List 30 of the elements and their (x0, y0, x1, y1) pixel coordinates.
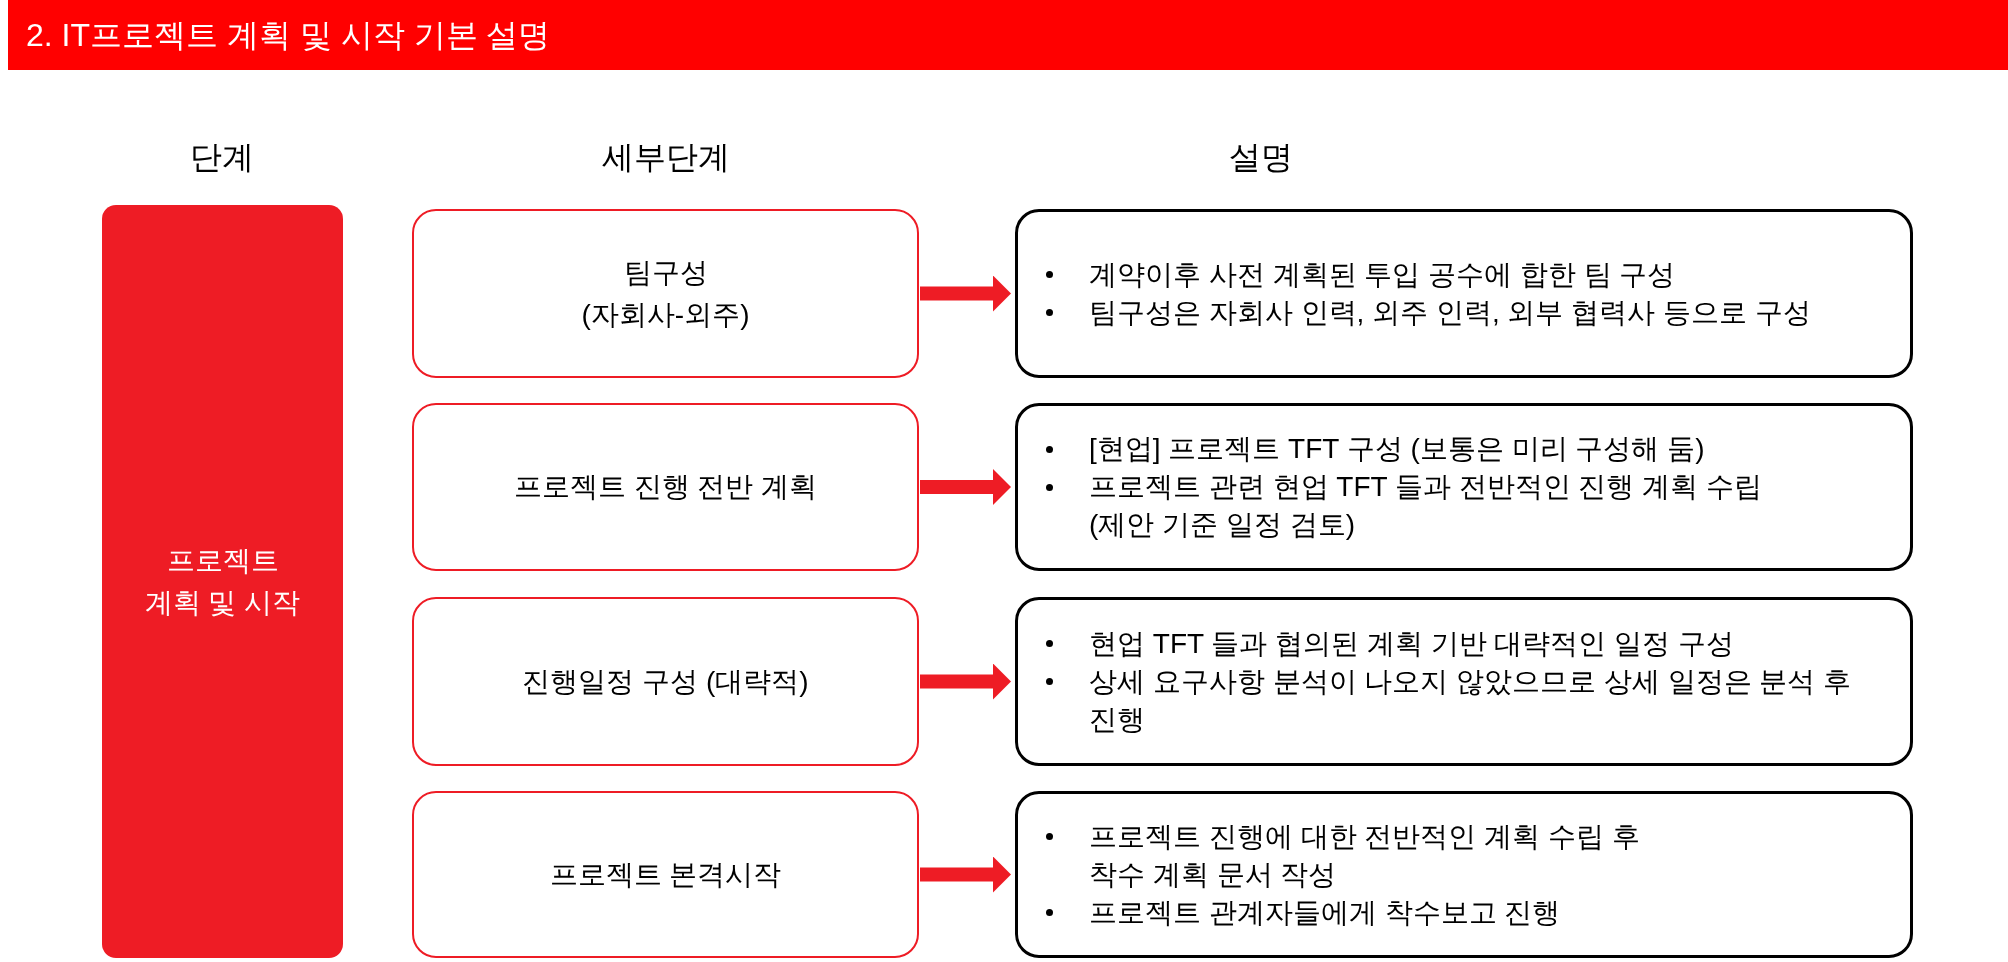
description-text: 프로젝트 진행에 대한 전반적인 계획 수립 후 착수 계획 문서 작성 (1089, 819, 1641, 892)
description-text: 프로젝트 관련 현업 TFT 들과 전반적인 진행 계획 수립 (제안 기준 일정 검토) (1089, 470, 1764, 542)
description-text: 프로젝트 관계자들에게 착수보고 진행 (1089, 895, 1561, 930)
arrow (920, 856, 1011, 893)
column-header: 세부단계 (602, 138, 730, 177)
stage-box (102, 205, 343, 958)
column-header: 설명 (1229, 138, 1293, 177)
description-box (1015, 209, 1913, 378)
step-label: 진행일정 구성 (대략적) (522, 664, 809, 699)
description-text: 상세 요구사항 분석이 나오지 않았으므로 상세 일정은 분석 후 진행 (1089, 664, 1853, 737)
arrow (920, 469, 1011, 505)
step-label: 프로젝트 진행 전반 계획 (513, 470, 818, 504)
stage-label: 프로젝트 계획 및 시작 (143, 543, 302, 620)
description-text: 현업 TFT 들과 협의된 계획 기반 대략적인 일정 구성 (1089, 626, 1735, 661)
step-label: 팀구성 (자회사-외주) (580, 255, 751, 332)
description-text: 계약이후 사전 계획된 투입 공수에 합한 팀 구성 (1089, 257, 1676, 292)
step-box (412, 791, 919, 958)
step-box (412, 403, 919, 571)
arrow (920, 275, 1011, 312)
column-header: 단계 (190, 138, 254, 177)
title: 2. IT프로젝트 계획 및 시작 기본 설명 (26, 16, 551, 55)
step-label: 프로젝트 본격시작 (549, 857, 782, 892)
step-box (412, 209, 919, 378)
description-text: [현업] 프로젝트 TFT 구성 (보통은 미리 구성해 둠) (1089, 432, 1705, 466)
description-text: 팀구성은 자회사 인력, 외주 인력, 외부 협력사 등으로 구성 (1089, 295, 1811, 330)
description-box (1015, 597, 1913, 766)
description-box (1015, 403, 1913, 571)
step-box (412, 597, 919, 766)
arrow (920, 663, 1011, 700)
description-box (1015, 791, 1913, 958)
